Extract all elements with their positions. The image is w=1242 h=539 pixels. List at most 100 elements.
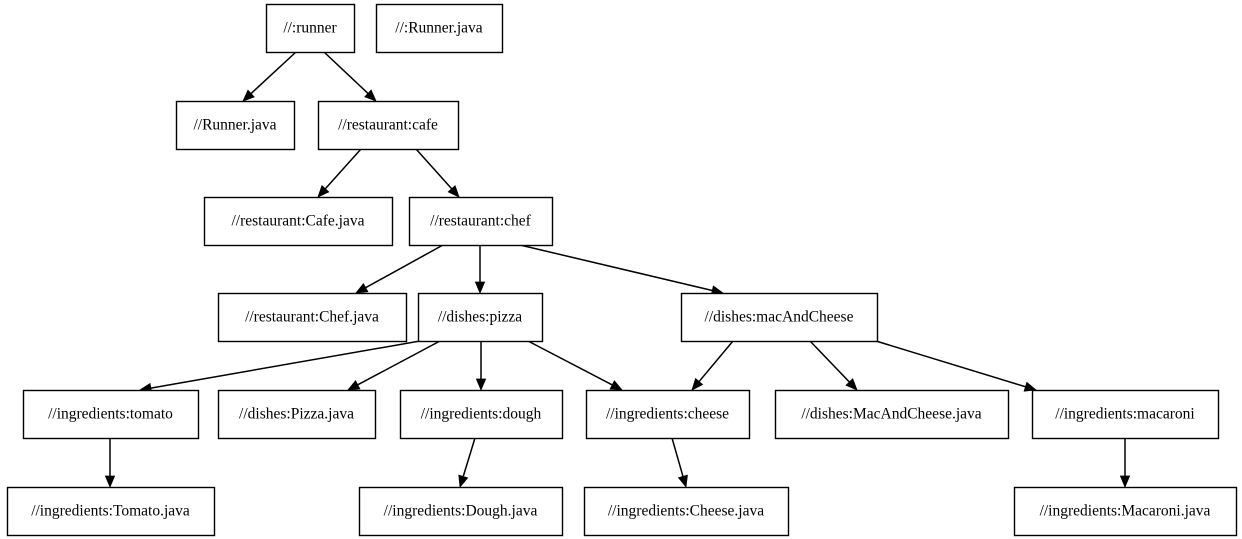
node-box[interactable] — [585, 389, 751, 440]
graph-node-runner[interactable]: //:runner — [265, 3, 356, 54]
node-box[interactable] — [583, 486, 790, 537]
edge-line — [365, 244, 444, 289]
node-label: //ingredients:Macaroni.java — [1040, 503, 1211, 520]
node-box[interactable] — [375, 3, 504, 54]
graph-node-dishes_pizza[interactable]: //dishes:pizza — [417, 292, 544, 343]
edge-arrowhead-icon — [104, 475, 116, 489]
graph-node-restaurant_cafe[interactable]: //restaurant:cafe — [317, 100, 460, 151]
graph-edge — [355, 244, 444, 294]
edge-line — [875, 340, 1026, 388]
node-box[interactable] — [358, 486, 564, 537]
node-box[interactable] — [22, 389, 200, 440]
graph-edge — [347, 340, 441, 391]
node-label: //restaurant:Cafe.java — [232, 213, 365, 230]
node-label: //ingredients:Tomato.java — [31, 503, 190, 520]
node-label: //ingredients:tomato — [48, 406, 173, 423]
graph-edge — [242, 51, 297, 102]
node-box[interactable] — [217, 292, 408, 343]
node-box[interactable] — [1013, 486, 1238, 537]
edge-arrowhead-icon — [677, 474, 688, 488]
edge-arrowhead-icon — [609, 380, 623, 391]
graph-edge — [458, 437, 476, 488]
node-box[interactable] — [203, 196, 394, 247]
edge-line — [323, 51, 369, 95]
graph-edge — [475, 341, 487, 392]
graph-node-ing_cheese[interactable]: //ingredients:cheese — [585, 389, 751, 440]
node-box[interactable] — [399, 389, 564, 440]
graph-node-ing_macaroni[interactable]: //ingredients:macaroni — [1031, 389, 1220, 440]
graph-node-runner_java[interactable]: //Runner.java — [175, 100, 296, 151]
node-label: //restaurant:Chef.java — [245, 309, 379, 326]
graph-edge — [317, 148, 362, 198]
graph-edge — [1119, 438, 1131, 489]
node-box[interactable] — [417, 292, 544, 343]
node-box[interactable] — [6, 486, 216, 537]
graph-node-dishes_mac[interactable]: //dishes:macAndCheese — [680, 292, 879, 343]
graph-edge — [671, 437, 688, 488]
node-box[interactable] — [774, 389, 1010, 440]
graph-node-cafe_java[interactable]: //restaurant:Cafe.java — [203, 196, 394, 247]
node-label: //Runner.java — [193, 117, 276, 134]
edge-arrowhead-icon — [364, 89, 377, 102]
graph-node-ing_tomato[interactable]: //ingredients:tomato — [22, 389, 200, 440]
edge-line — [809, 340, 850, 383]
node-label: //dishes:MacAndCheese.java — [801, 406, 981, 423]
edge-line — [671, 437, 684, 477]
edge-line — [324, 148, 362, 190]
node-label: //:runner — [283, 20, 337, 37]
node-label: //ingredients:cheese — [606, 406, 729, 423]
node-box[interactable] — [408, 196, 554, 247]
graph-edge — [415, 148, 460, 198]
edge-line — [698, 340, 734, 383]
graph-edge — [519, 244, 725, 296]
node-box[interactable] — [317, 100, 460, 151]
edge-arrowhead-icon — [474, 281, 486, 295]
edge-arrowhead-icon — [1023, 381, 1037, 392]
edge-line — [415, 148, 453, 190]
graph-edge — [809, 340, 858, 391]
graph-edge — [104, 438, 116, 489]
node-box[interactable] — [175, 100, 296, 151]
graph-edge — [138, 340, 421, 394]
edge-line — [519, 244, 713, 292]
graph-node-restaurant_chef[interactable]: //restaurant:chef — [408, 196, 554, 247]
graph-node-tomato_java[interactable]: //ingredients:Tomato.java — [6, 486, 216, 537]
node-box[interactable] — [680, 292, 879, 343]
graph-node-mac_java[interactable]: //dishes:MacAndCheese.java — [774, 389, 1010, 440]
node-box[interactable] — [217, 389, 377, 440]
node-box[interactable] — [1031, 389, 1220, 440]
graph-node-macaroni_java[interactable]: //ingredients:Macaroni.java — [1013, 486, 1238, 537]
node-label: //dishes:pizza — [438, 309, 522, 326]
node-box[interactable] — [265, 3, 356, 54]
graph-node-cheese_java[interactable]: //ingredients:Cheese.java — [583, 486, 790, 537]
graph-node-ing_dough[interactable]: //ingredients:dough — [399, 389, 564, 440]
node-label: //dishes:Pizza.java — [239, 406, 354, 423]
nodes-layer: //:runner //:Runner.java //Runner.java //re… — [6, 3, 1238, 537]
edge-arrowhead-icon — [242, 89, 255, 102]
graph-edge — [527, 340, 623, 391]
node-label: //ingredients:dough — [421, 406, 542, 423]
edge-arrowhead-icon — [355, 282, 369, 294]
edge-arrowhead-icon — [475, 378, 487, 392]
edge-arrowhead-icon — [845, 378, 858, 391]
node-label: //dishes:macAndCheese — [705, 309, 854, 326]
graph-node-pizza_java[interactable]: //dishes:Pizza.java — [217, 389, 377, 440]
edge-arrowhead-icon — [458, 474, 469, 488]
node-label: //restaurant:chef — [430, 213, 532, 230]
graph-edge — [474, 245, 486, 295]
graph-node-dough_java[interactable]: //ingredients:Dough.java — [358, 486, 564, 537]
node-label: //ingredients:macaroni — [1055, 406, 1195, 423]
edge-arrowhead-icon — [347, 380, 361, 391]
graph-node-chef_java[interactable]: //restaurant:Chef.java — [217, 292, 408, 343]
graph-node-runner_java_root[interactable]: //:Runner.java — [375, 3, 504, 54]
edge-line — [527, 340, 613, 386]
graph-edge — [875, 340, 1037, 392]
edge-line — [250, 51, 297, 95]
node-label: //ingredients:Cheese.java — [608, 503, 764, 520]
graph-edge — [323, 51, 377, 102]
node-label: //ingredients:Dough.java — [384, 503, 538, 520]
edge-line — [357, 340, 441, 386]
edges-layer — [104, 51, 1131, 489]
edge-arrowhead-icon — [447, 185, 460, 198]
